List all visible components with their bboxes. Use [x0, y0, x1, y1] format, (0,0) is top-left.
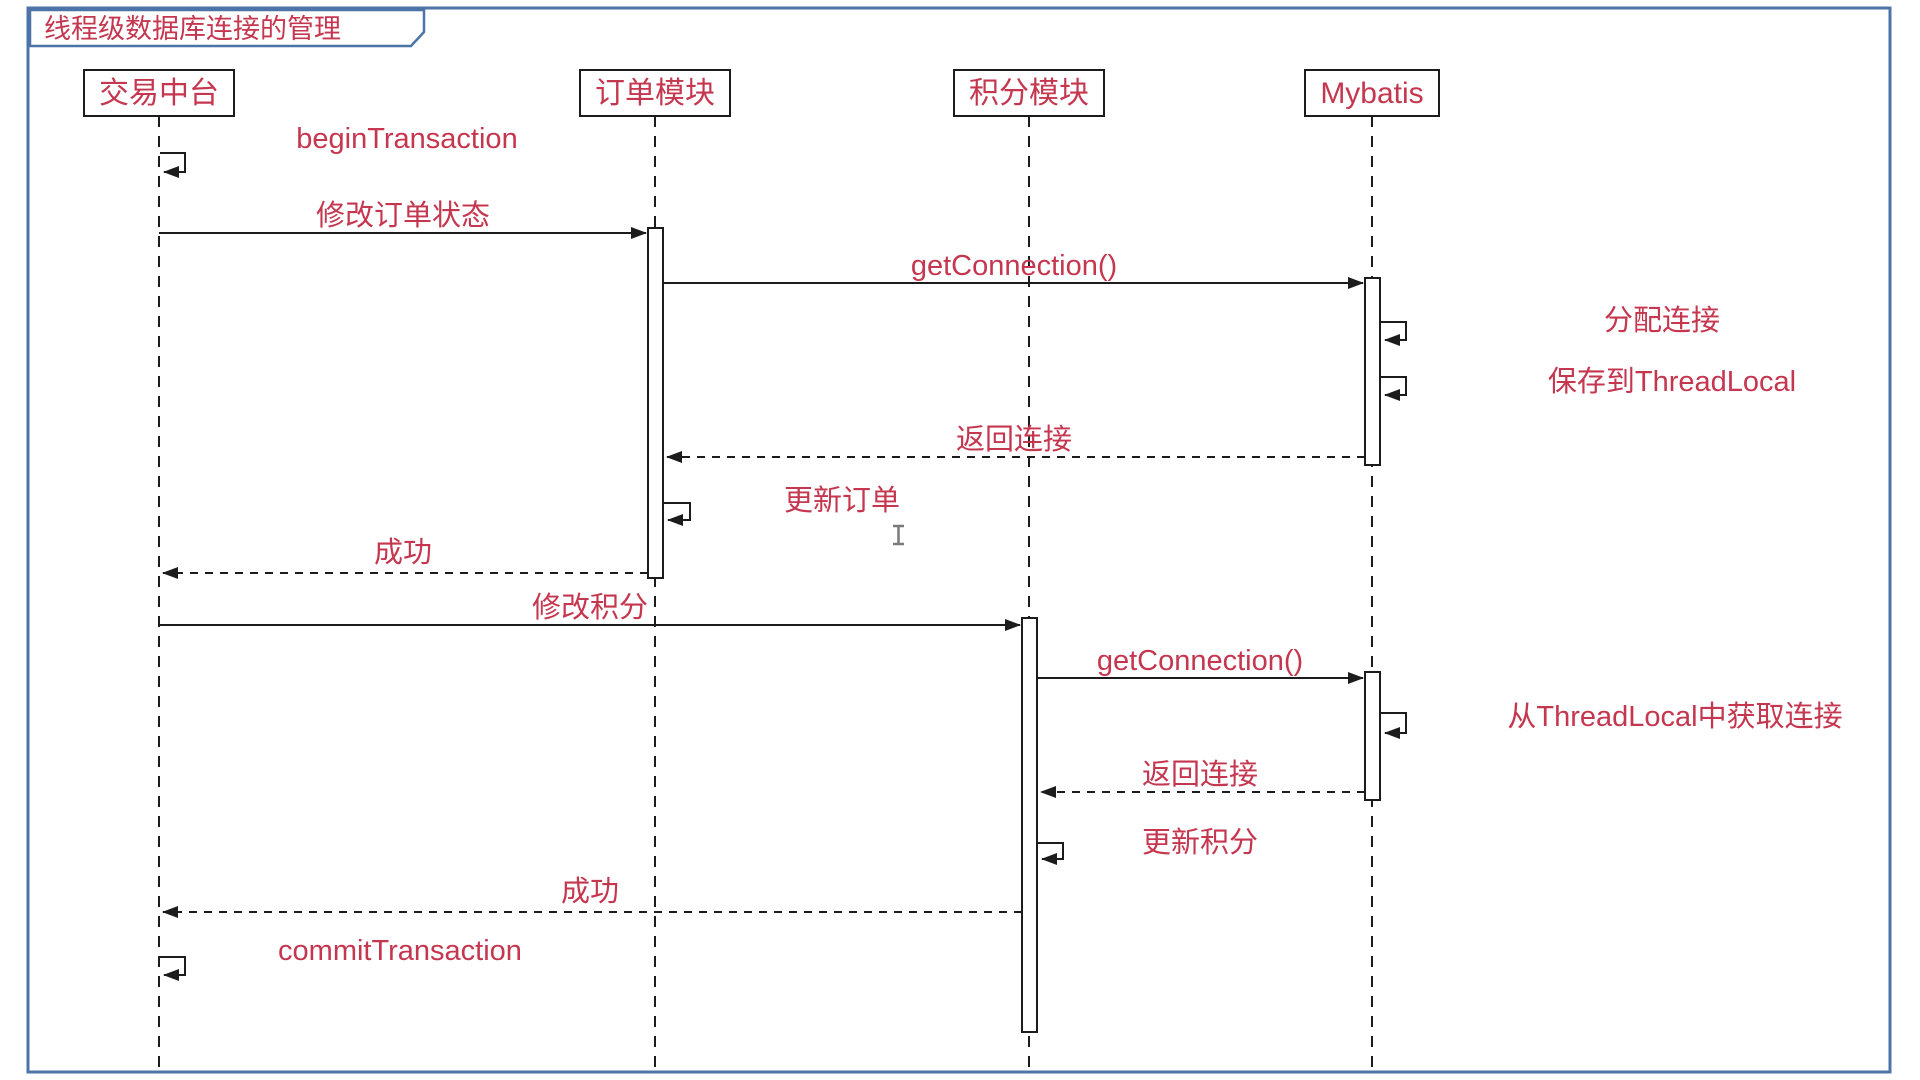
message-get-from-threadlocal[interactable]: 从ThreadLocal中获取连接	[1381, 700, 1843, 739]
activation-dingdan	[647, 227, 664, 579]
message-modify-points[interactable]: 修改积分	[159, 591, 1021, 631]
activation-jifen	[1021, 617, 1038, 1033]
participant-jifen[interactable]: 积分模块	[953, 69, 1105, 117]
participant-mybatis-label: Mybatis	[1320, 77, 1423, 110]
message-get-connection-2[interactable]: getConnection()	[1037, 645, 1364, 684]
participant-jifen-label: 积分模块	[969, 77, 1089, 110]
message-success-2-label: 成功	[561, 875, 619, 908]
message-get-from-threadlocal-label: 从ThreadLocal中获取连接	[1507, 700, 1842, 733]
participant-jiaoyi-label: 交易中台	[99, 77, 219, 110]
message-return-connection-1[interactable]: 返回连接	[666, 423, 1365, 463]
activation-mybatis-1	[1364, 277, 1381, 466]
message-success-1[interactable]: 成功	[162, 536, 648, 579]
message-success-2[interactable]: 成功	[162, 875, 1022, 918]
message-update-order-label: 更新订单	[784, 484, 900, 517]
message-allocate-connection-label: 分配连接	[1604, 304, 1720, 337]
participant-jiaoyi[interactable]: 交易中台	[83, 69, 235, 117]
message-begin-transaction[interactable]: beginTransaction	[160, 123, 518, 178]
message-return-connection-2[interactable]: 返回连接	[1040, 758, 1365, 798]
message-update-points[interactable]: 更新积分	[1038, 826, 1258, 865]
message-update-points-label: 更新积分	[1142, 826, 1258, 859]
message-return-connection-2-label: 返回连接	[1142, 758, 1258, 791]
message-save-to-threadlocal-label: 保存到ThreadLocal	[1548, 365, 1796, 398]
message-modify-points-label: 修改积分	[532, 591, 648, 624]
diagram-frame	[26, 6, 1892, 1074]
message-success-1-label: 成功	[374, 536, 432, 569]
message-save-to-threadlocal[interactable]: 保存到ThreadLocal	[1381, 365, 1796, 401]
message-begin-transaction-label: beginTransaction	[296, 123, 517, 155]
activation-mybatis-2	[1364, 671, 1381, 801]
participant-dingdan[interactable]: 订单模块	[579, 69, 731, 117]
message-get-connection-1[interactable]: getConnection()	[663, 250, 1364, 289]
message-allocate-connection[interactable]: 分配连接	[1381, 304, 1720, 346]
message-commit-transaction-label: commitTransaction	[278, 935, 522, 967]
message-modify-order-status[interactable]: 修改订单状态	[159, 199, 647, 239]
diagram-title: 线程级数据库连接的管理	[44, 14, 341, 44]
message-update-order[interactable]: 更新订单	[664, 484, 900, 526]
participant-mybatis[interactable]: Mybatis	[1304, 69, 1440, 117]
message-get-connection-2-label: getConnection()	[1097, 645, 1303, 677]
text-cursor-icon	[893, 524, 904, 546]
diagram-title-box[interactable]	[28, 8, 426, 48]
participant-dingdan-label: 订单模块	[595, 77, 715, 110]
message-return-connection-1-label: 返回连接	[956, 423, 1072, 456]
message-get-connection-1-label: getConnection()	[911, 250, 1117, 282]
message-commit-transaction[interactable]: commitTransaction	[160, 935, 522, 981]
message-modify-order-status-label: 修改订单状态	[316, 199, 490, 232]
